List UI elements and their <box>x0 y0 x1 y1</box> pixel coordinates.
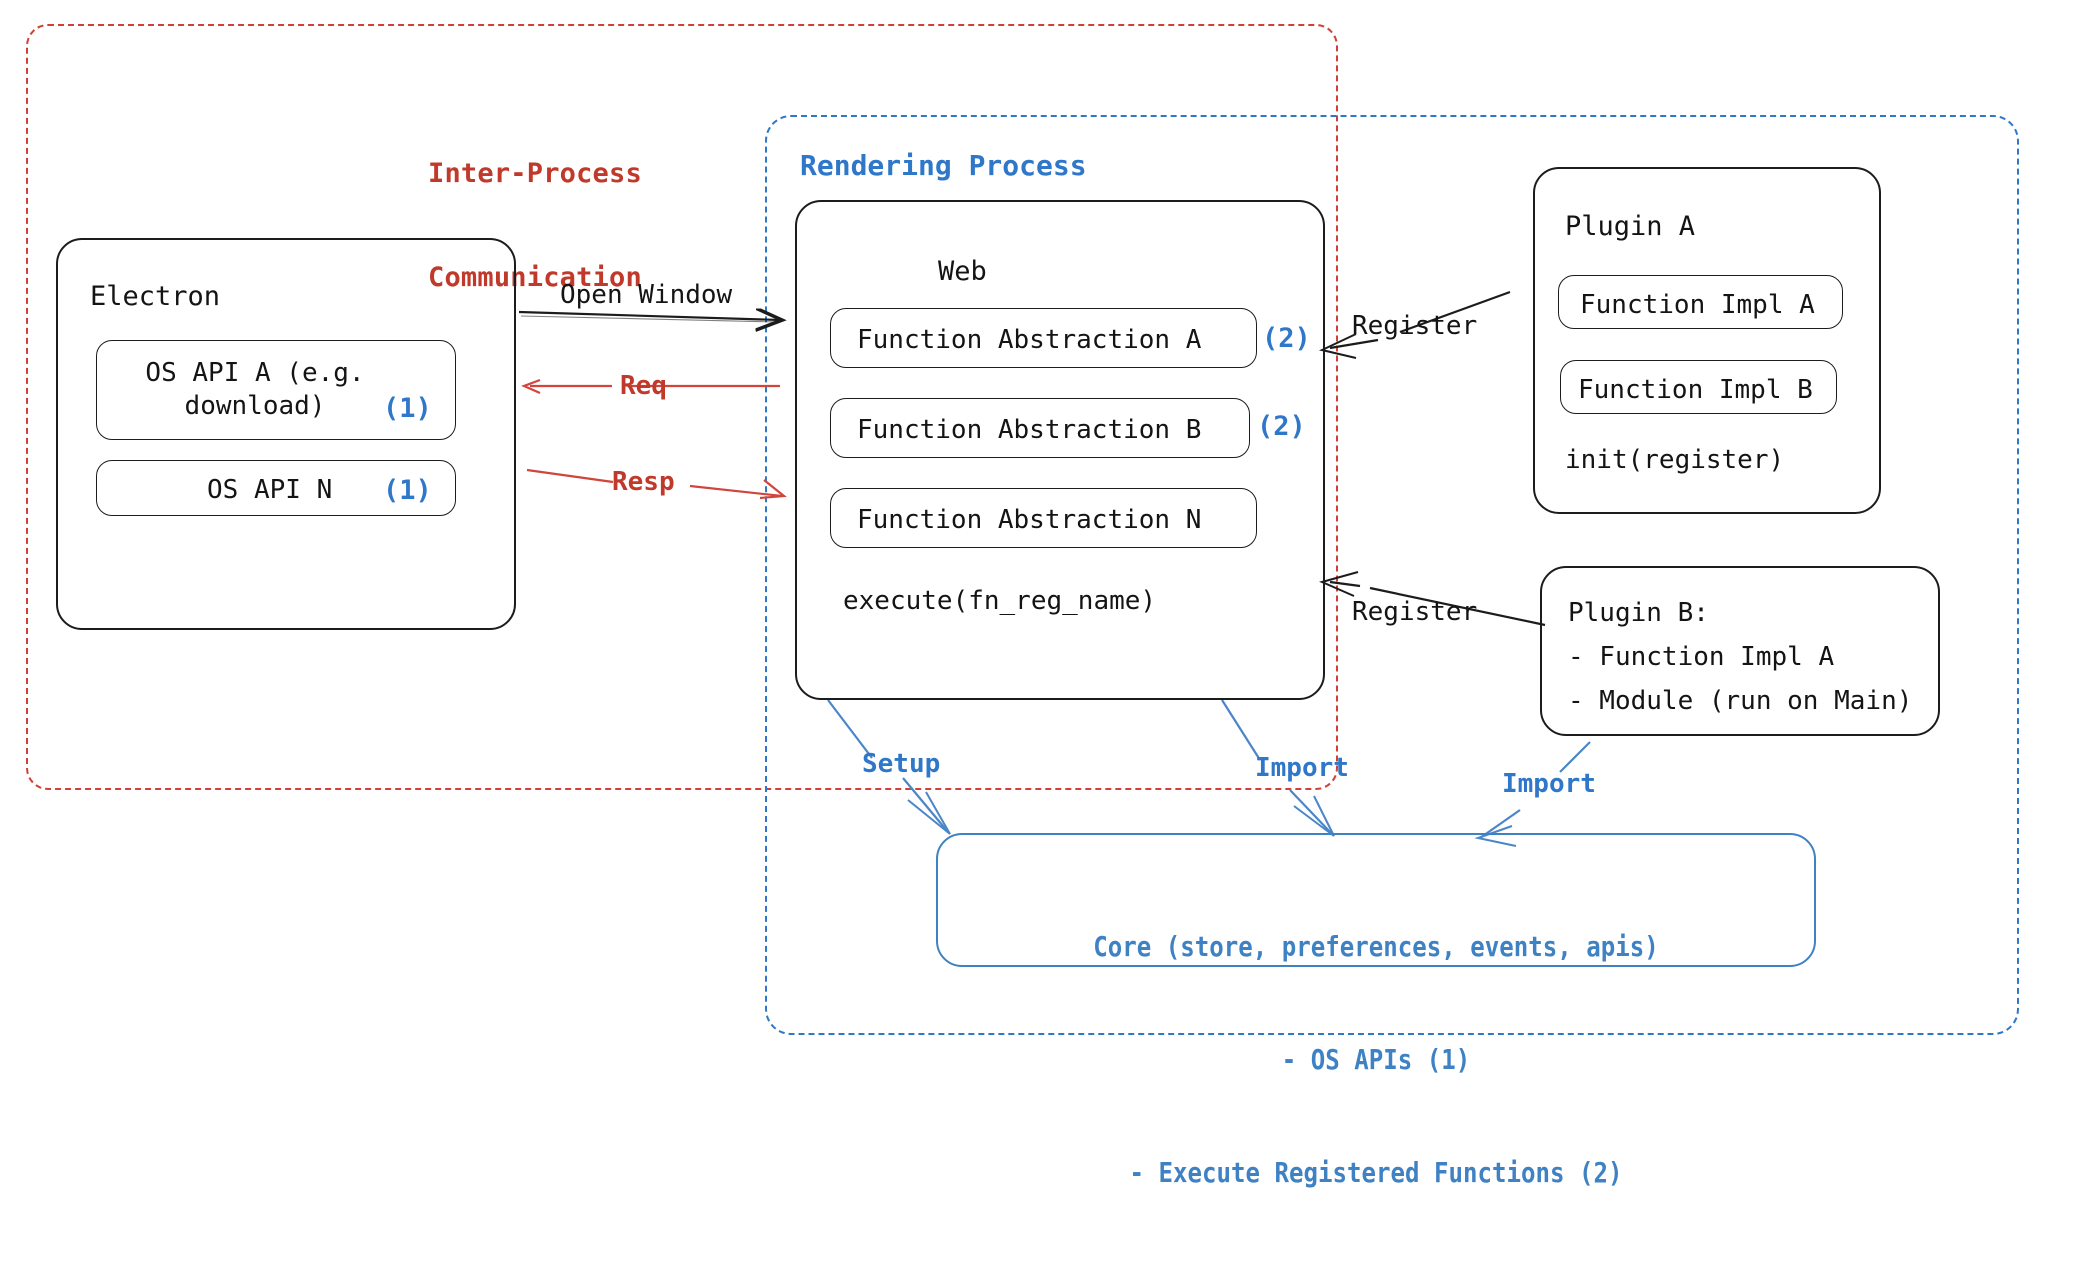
function-impl-a-box[interactable] <box>1558 275 1843 329</box>
function-abstraction-b-marker: (2) <box>1257 411 1306 442</box>
os-api-n-marker: (1) <box>383 475 432 506</box>
plugin-a-box <box>1533 167 1881 514</box>
function-abstraction-n-label: Function Abstraction N <box>857 505 1202 535</box>
import-plugin-b-label: Import <box>1502 769 1596 799</box>
rendering-process-boundary <box>765 115 2019 1035</box>
ipc-boundary <box>26 24 1338 790</box>
plugin-b-box <box>1540 566 1940 736</box>
open-window-label: Open Window <box>560 280 733 310</box>
os-api-a-marker: (1) <box>383 393 432 424</box>
register-plugin-b-label: Register <box>1352 597 1478 627</box>
plugin-a-footer: init(register) <box>1565 445 1785 475</box>
core-box <box>936 833 1816 967</box>
function-impl-b-label: Function Impl B <box>1578 375 1813 405</box>
import-web-label: Import <box>1255 753 1349 783</box>
os-api-n-label: OS API N <box>207 475 333 505</box>
plugin-a-title: Plugin A <box>1565 211 1696 242</box>
electron-box <box>56 238 516 630</box>
function-abstraction-b-box[interactable] <box>830 398 1250 458</box>
function-abstraction-a-marker: (2) <box>1262 323 1311 354</box>
ipc-label-line2: Communication <box>428 261 642 293</box>
rendering-process-label: Rendering Process <box>800 149 1087 182</box>
web-box <box>795 200 1325 700</box>
core-line-3: - Execute Registered Functions (2) <box>1129 1156 1623 1190</box>
plugin-b-item-2: - Module (run on Main) <box>1568 686 1913 716</box>
req-label: Req <box>620 371 667 401</box>
os-api-a-label: OS API A (e.g.download) <box>145 357 365 421</box>
function-impl-a-label: Function Impl A <box>1580 290 1815 320</box>
os-api-a-box[interactable] <box>96 340 456 440</box>
ipc-label: Inter-Process Communication <box>428 88 642 364</box>
plugin-b-title: Plugin B: <box>1568 598 1709 628</box>
core-text: Core (store, preferences, events, apis) … <box>998 852 1755 1268</box>
function-abstraction-n-box[interactable] <box>830 488 1257 548</box>
core-line-1: Core (store, preferences, events, apis) <box>1093 929 1659 963</box>
plugin-b-item-1: - Function Impl A <box>1568 642 1835 672</box>
register-plugin-a-label: Register <box>1352 311 1478 341</box>
os-api-n-box[interactable] <box>96 460 456 516</box>
function-abstraction-a-label: Function Abstraction A <box>857 325 1202 355</box>
function-abstraction-b-label: Function Abstraction B <box>857 415 1202 445</box>
ipc-label-line1: Inter-Process <box>428 158 642 190</box>
function-abstraction-a-box[interactable] <box>830 308 1257 368</box>
resp-label: Resp <box>612 467 675 497</box>
setup-label: Setup <box>862 749 941 779</box>
core-line-2: - OS APIs (1) <box>1281 1042 1471 1076</box>
web-title: Web <box>938 256 987 287</box>
web-footer: execute(fn_reg_name) <box>843 586 1157 616</box>
diagram-canvas: Inter-Process Communication Rendering Pr… <box>26 24 2019 1189</box>
electron-title: Electron <box>90 281 221 312</box>
function-impl-b-box[interactable] <box>1560 360 1837 414</box>
